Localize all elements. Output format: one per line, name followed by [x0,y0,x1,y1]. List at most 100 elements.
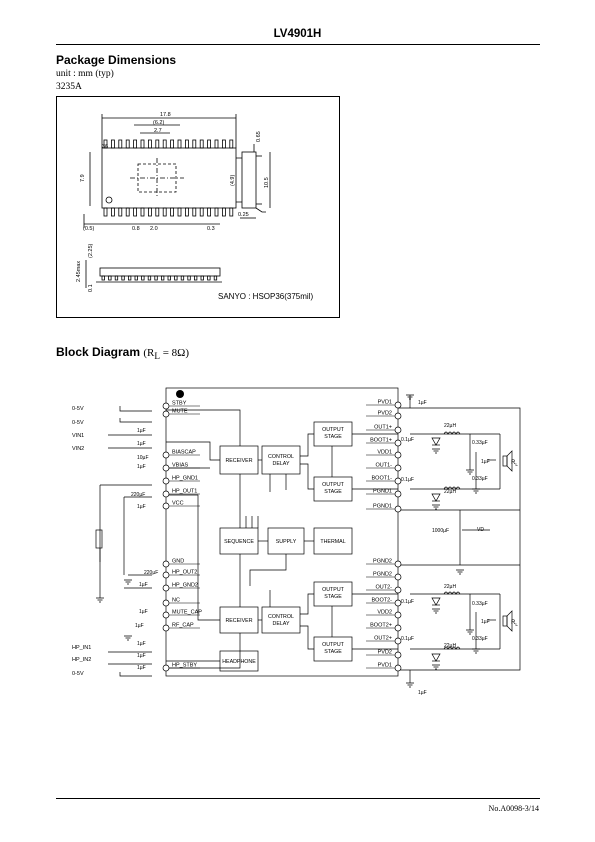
block-diagram: STBYMUTEBIASCAPVBIASHP_GND1HP_OUT1VCCGND… [72,387,521,696]
left-pin-label: BIASCAP [172,450,196,456]
package-pin-bottom [140,207,145,217]
rl-1-sub: L [515,462,518,467]
ground-symbol [406,682,414,688]
right-pin-circle [394,426,402,434]
package-pin-side [161,275,165,281]
package-pin-bottom [148,207,152,217]
component-label: 1000µF [432,528,449,534]
package-pin-top [229,139,234,149]
ground-symbol [432,448,440,454]
package-pin-side [167,275,171,281]
block-receiver-1: RECEIVER [225,458,252,464]
block-output-1a: OUTPUT [322,427,345,433]
left-pin-label: NC [172,598,180,604]
right-pin-label: OUT2+ [374,636,392,642]
package-pin-top [221,139,226,149]
package-pin-side [207,275,211,281]
ground-symbol [432,504,440,510]
component-label: 1µF [137,641,146,647]
input-label: 0-5V [72,671,84,677]
component-label: 0.1µF [401,599,414,605]
package-pin-bottom [125,207,130,217]
package-pin-top [140,139,145,149]
component-label: 0.33µF [472,636,488,642]
package-pin-bottom [177,207,182,217]
dim-length: 17.8 [160,112,171,118]
component-label: 1µF [137,464,146,470]
package-pin-side [134,275,138,281]
left-pin-label: HP_STBY [172,663,197,669]
component-label: 1µF [139,609,148,615]
package-pin-top [155,139,160,149]
package-pin-top [184,139,189,149]
package-pin-bottom [229,207,234,217]
right-pin-label: PVD1 [378,663,392,669]
package-pin-top [170,139,174,149]
page-header-title: LV4901H [273,28,322,40]
package-pin-side [108,275,112,281]
right-pin-label: VDD2 [377,610,392,616]
cond-right: = 8Ω) [159,347,190,359]
package-pin-top [162,139,167,149]
dim-03: 0.3 [207,226,215,232]
dim-inner-w: (4.9) [230,175,236,186]
block-control-2: CONTROL [268,614,294,620]
right-pin-label: BOOT2- [372,598,393,604]
pin1-marker [176,390,184,398]
input-label: VIN1 [72,433,84,439]
package-pin-bottom [103,207,108,217]
right-pin-circle [394,505,402,513]
component-label: 220µF [131,492,145,498]
dim-inner: (6.2) [153,120,164,126]
dim-h01: 0.1 [88,284,94,292]
left-pin-label: VBIAS [172,463,189,469]
right-pin-label: OUT1+ [374,425,392,431]
package-section-title: Package Dimensions [56,53,177,67]
component-label: 0.1µF [401,636,414,642]
left-pin-label: HP_GND2 [172,583,198,589]
left-pin-label: GND [172,559,184,565]
left-pin-circle [162,464,170,472]
header-rule [56,44,540,45]
right-pin-label: PGND2 [373,572,392,578]
component-label: 1µF [137,428,146,434]
component-label: 1µF [481,459,490,465]
ground-symbol [124,579,132,585]
left-pin-label: VCC [172,501,184,507]
right-pin-circle [394,401,402,409]
ground-symbol [432,608,440,614]
block-stage-2b: STAGE [324,649,342,655]
package-pin-side [121,275,125,281]
package-pin-side [193,275,198,281]
dim-20: 2.0 [150,226,158,232]
block-supply: SUPPLY [276,539,297,545]
rl-2-main: R [511,620,516,626]
package-pin-bottom [221,207,226,217]
right-pin-circle [394,624,402,632]
component-label: 0.33µF [472,601,488,607]
block-sequence: SEQUENCE [224,539,254,545]
left-pin-circle [162,502,170,510]
component-label: 22µH [444,489,456,495]
package-unit: unit : mm (typ) [56,69,114,79]
ground-symbol [472,648,480,654]
component-label: 1µF [137,441,146,447]
right-pin-circle [394,490,402,498]
block-diagram-heading: Block Diagram (RL = 8Ω) [56,345,189,361]
right-pin-circle [394,573,402,581]
right-pin-label: BOOT1+ [370,438,392,444]
ground-symbol [472,488,480,494]
package-pin-bottom [192,207,197,217]
package-pin-top [118,139,123,149]
left-pin-circle [162,477,170,485]
package-pin-top [111,139,115,149]
left-pin-circle [162,560,170,568]
right-pin-circle [394,586,402,594]
dim-lead-w: 0.25 [238,212,249,218]
package-pin-bottom [170,207,174,217]
right-pin-label: PGND1 [373,489,392,495]
package-pin-top [125,139,130,149]
package-code: 3235A [56,82,82,92]
ground-symbol [456,569,464,575]
block-headphone: HEADPHONE [222,659,256,665]
